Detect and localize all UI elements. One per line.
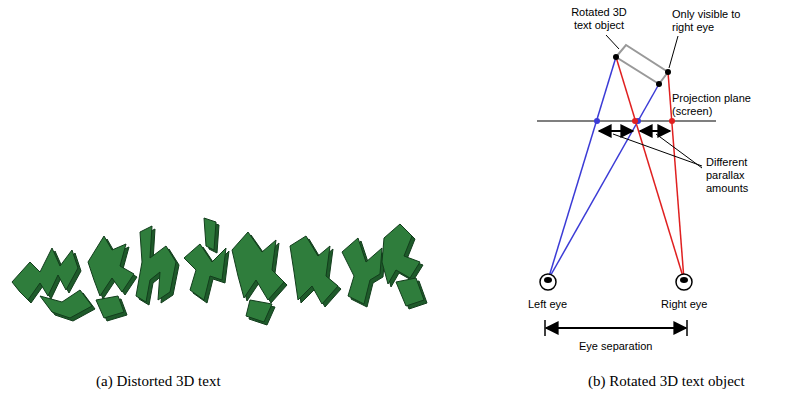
separation-label: Eye separation [579, 340, 652, 353]
distorted-3d-text [12, 218, 427, 325]
subfigure-caption: (a) Distorted 3D text [96, 372, 221, 390]
eye-label: Left eye [528, 298, 567, 311]
text-object [616, 45, 668, 84]
parallax-arrows [599, 130, 670, 132]
stereo-diagram [537, 35, 716, 336]
right-eye-rays [616, 57, 684, 280]
visibility-note: Only visible to right eye [672, 8, 744, 34]
parallax-label: Different parallax amounts [706, 156, 762, 195]
eye-label: Right eye [661, 298, 707, 311]
subfigure-caption: (b) Rotated 3D text object [588, 372, 745, 390]
projection-plane [537, 120, 716, 121]
points [594, 54, 675, 124]
object-label: Rotated 3D text object [566, 6, 632, 32]
left-eye-rays [548, 57, 659, 280]
eye-separation-arrow [546, 327, 686, 329]
eyes [540, 274, 692, 290]
plane-label: Projection plane (screen) [672, 92, 752, 118]
